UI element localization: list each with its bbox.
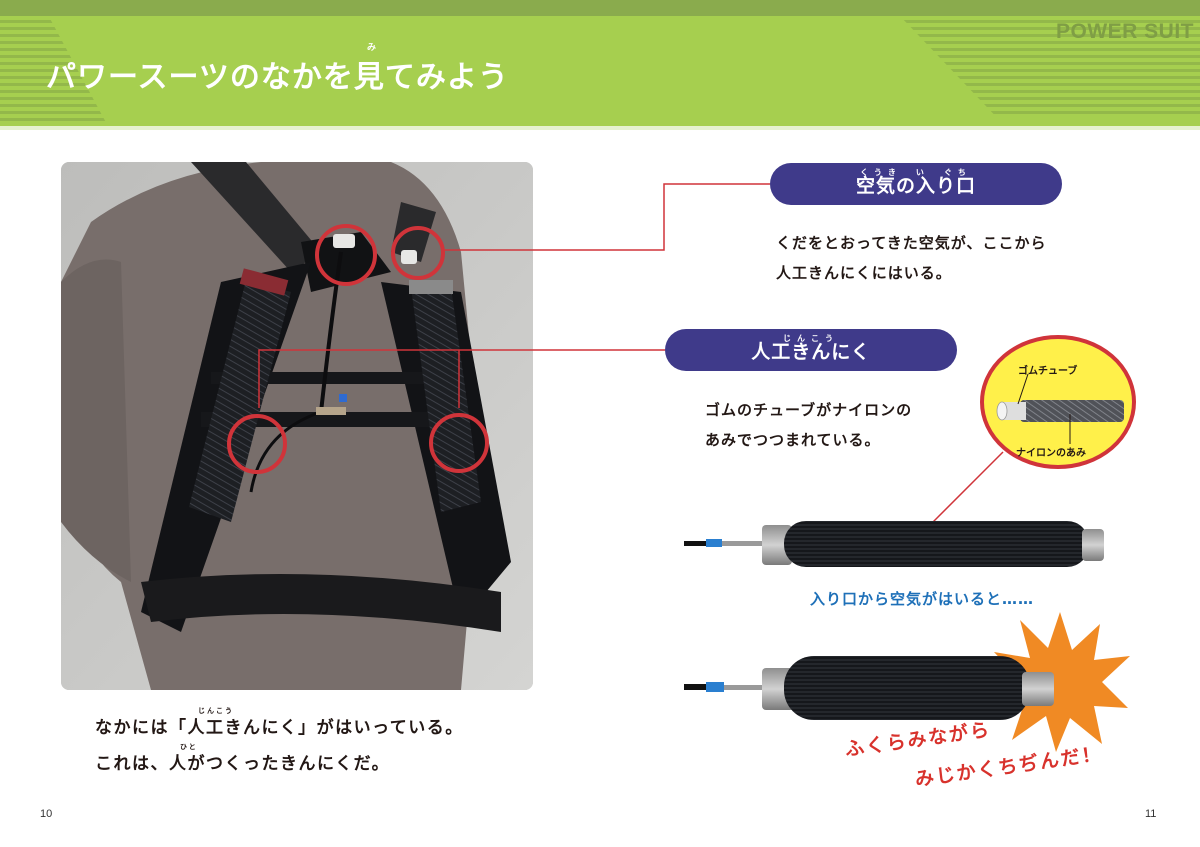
title-ruby: み: [367, 43, 377, 53]
air-inlet-label-text: 空気の入り口: [855, 174, 976, 197]
header-band: POWER SUIT み パワースーツのなかを見てみよう: [0, 16, 1200, 126]
brand-mark: POWER SUIT: [1055, 20, 1194, 43]
muscle-contracted-image: [684, 656, 1054, 720]
magnified-tube-diagram: [980, 335, 1136, 469]
artificial-muscle-description-line: あみでつつまれている。: [705, 431, 881, 449]
air-inlet-description-line: 人工きんにくにはいる。: [776, 264, 952, 282]
rubber-tube-label: ゴムチューブ: [1018, 366, 1078, 377]
air-inlet-label: くうき い ぐち 空気の入り口: [770, 163, 1062, 205]
body-text: なかには「人工きんにく」がはいっている。 これは、人がつくったきんにくだ。: [95, 710, 464, 782]
decorative-stripes-right: [900, 20, 1200, 114]
body-text-line: これは、人がつくったきんにくだ。: [95, 754, 391, 774]
body-ruby-hito: ひと: [180, 743, 198, 751]
page-title: パワースーツのなかを見てみよう: [46, 60, 509, 95]
body-text-line: なかには「人工きんにく」がはいっている。: [95, 718, 464, 738]
nylon-mesh-label: ナイロンのあみ: [1016, 448, 1086, 459]
artificial-muscle-ruby: じんこう: [783, 334, 839, 343]
power-suit-photo: [61, 162, 533, 690]
air-enters-caption-text: 入り口から空気がはいると……: [810, 590, 1035, 608]
page-number-left: 10: [40, 808, 53, 820]
artificial-muscle-description-line: ゴムのチューブがナイロンの: [705, 401, 913, 419]
body-ruby-jinkou: じんこう: [198, 707, 234, 715]
decorative-stripes-left: [0, 20, 110, 121]
air-inlet-ruby: くうき い ぐち: [860, 168, 972, 177]
air-inlet-description: くだをとおってきた空気が、ここから 人工きんにくにはいる。: [776, 228, 1047, 288]
burst-shape: [990, 612, 1130, 752]
header-top-strip: [0, 0, 1200, 16]
muscle-at-rest-image: [684, 521, 1104, 567]
page-number-right: 11: [1145, 808, 1157, 820]
artificial-muscle-label-text: 人工きんにく: [751, 340, 871, 363]
air-inlet-description-line: くだをとおってきた空気が、ここから: [776, 234, 1047, 252]
artificial-muscle-description: ゴムのチューブがナイロンの あみでつつまれている。: [705, 395, 912, 455]
air-enters-caption: 入り口から空気がはいると……: [810, 588, 1034, 609]
header-bottom-edge: [0, 126, 1200, 130]
artificial-muscle-label: じんこう 人工きんにく: [665, 329, 957, 371]
